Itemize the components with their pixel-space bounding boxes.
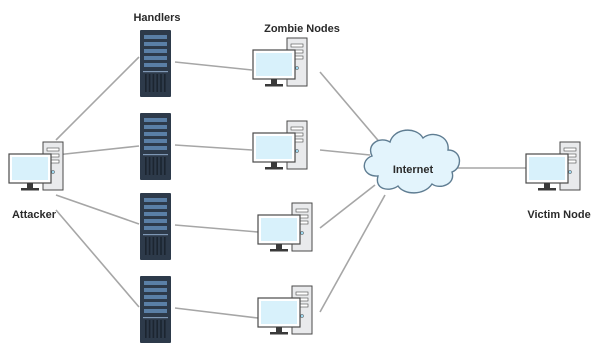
handler-server-icon [140, 113, 171, 180]
connection-line [319, 194, 386, 313]
connection-line [319, 71, 383, 146]
connection-line [55, 209, 140, 308]
connection-line [319, 149, 371, 156]
handler-server-icon [140, 30, 171, 97]
connection-line [174, 61, 253, 71]
internet-label: Internet [393, 164, 434, 176]
connection-line [174, 307, 259, 319]
zombie-computer-icon [257, 202, 313, 252]
connection-line [55, 145, 140, 156]
zombie-computer-icon [252, 120, 308, 170]
connection-line [55, 194, 140, 225]
zombie-computer-icon [252, 37, 308, 87]
connection-line [319, 184, 376, 229]
handler-server-icon [140, 193, 171, 260]
attacker-label: Attacker [12, 209, 57, 221]
zombie-nodes-label: Zombie Nodes [264, 23, 340, 35]
nodes [8, 30, 581, 343]
victim-computer-icon [525, 141, 581, 191]
connection-line [55, 56, 140, 141]
victim-label: Victim Node [527, 209, 590, 221]
attacker-computer-icon [8, 141, 64, 191]
internet-cloud-icon [363, 129, 461, 194]
connection-line [174, 144, 253, 151]
handler-server-icon [140, 276, 171, 343]
handlers-label: Handlers [133, 12, 180, 24]
connection-lines [55, 56, 526, 319]
connection-line [174, 224, 259, 233]
zombie-computer-icon [257, 285, 313, 335]
